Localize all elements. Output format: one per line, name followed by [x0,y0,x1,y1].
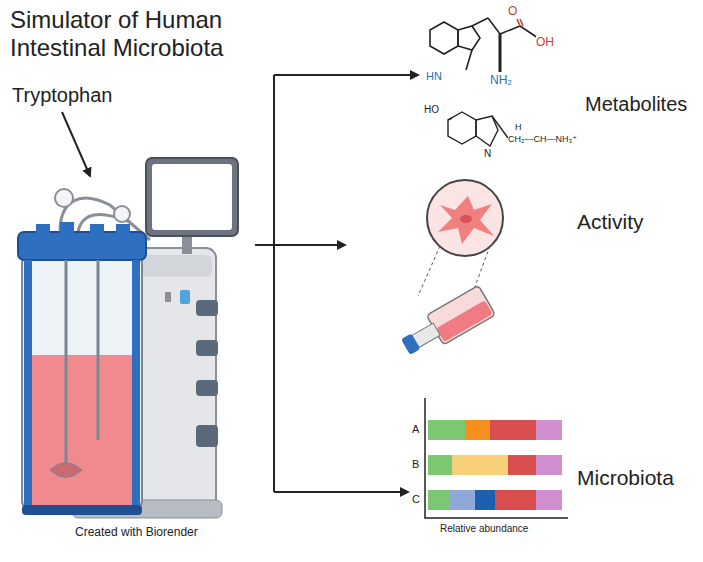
atom-label: HO [424,104,439,116]
axis-label: Relative abundance [440,523,528,535]
input-arrow [62,112,90,176]
atom-label: H [515,122,522,132]
atom-label: O [508,5,517,19]
output-label: Microbiota [577,466,674,490]
row-label: C [412,493,420,506]
atom-label: NH₂ [490,74,512,88]
input-label: Tryptophan [12,84,112,107]
atom-label: CH₂—CH—NH₃⁺ [508,134,577,144]
caption: Created with Biorender [75,526,198,540]
serotonin-structure [448,112,508,146]
atom-label: OH [536,36,554,50]
bioreactor [18,158,238,518]
output-bracket [255,75,418,492]
bar-chart [425,398,568,518]
output-label: Metabolites [585,93,687,116]
output-label: Activity [577,210,644,234]
atom-label: N [484,148,491,160]
atom-label: HN [426,70,442,83]
title: Simulator of Human Intestinal Microbiota [10,6,275,61]
row-label: A [412,423,419,436]
tryptophan-structure [430,18,538,72]
row-label: B [412,458,419,471]
cell-illustration [397,180,503,362]
